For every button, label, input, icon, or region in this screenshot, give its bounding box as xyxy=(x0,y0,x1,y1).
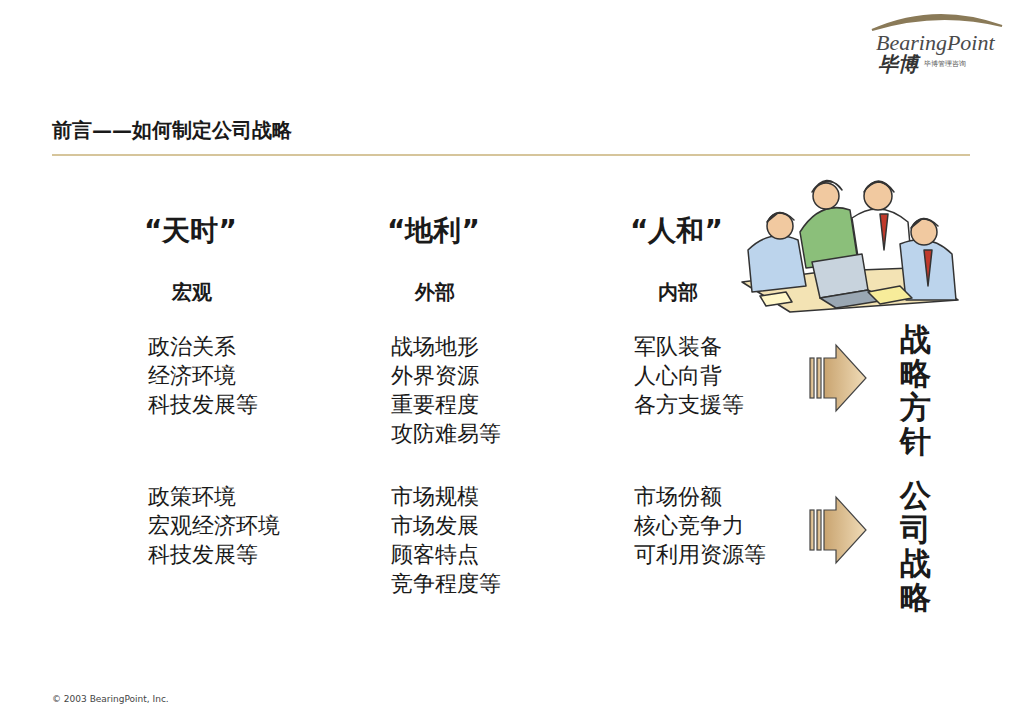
factor-item: 顾客特点 xyxy=(391,542,479,568)
factor-item: 科技发展等 xyxy=(148,542,258,568)
factor-item: 市场发展 xyxy=(391,513,479,539)
factor-item: 战场地形 xyxy=(391,334,479,360)
vertical-result: 公司战略 xyxy=(900,478,931,614)
factor-item: 人心向背 xyxy=(634,363,722,389)
factor-item: 军队装备 xyxy=(634,334,722,360)
column-subheading: 外部 xyxy=(415,280,455,304)
people-illustration xyxy=(742,180,958,312)
factor-item: 重要程度 xyxy=(391,392,479,418)
factor-item: 市场份额 xyxy=(634,484,722,510)
factor-item: 政治关系 xyxy=(148,334,236,360)
vertical-result: 战略方针 xyxy=(900,322,931,458)
column-subheading: 宏观 xyxy=(172,280,212,304)
factor-item: 经济环境 xyxy=(148,363,236,389)
block-arrow xyxy=(810,497,866,563)
block-arrow xyxy=(810,345,866,411)
column-heading: “人和” xyxy=(630,214,723,248)
factor-item: 各方支援等 xyxy=(634,392,744,418)
column-heading: “天时” xyxy=(144,214,237,248)
column-subheading: 内部 xyxy=(658,280,698,304)
factor-item: 核心竞争力 xyxy=(634,513,744,539)
factor-item: 政策环境 xyxy=(148,484,236,510)
factor-item: 市场规模 xyxy=(391,484,479,510)
column-heading: “地利” xyxy=(387,214,480,248)
factor-item: 宏观经济环境 xyxy=(148,513,280,539)
factor-item: 外界资源 xyxy=(391,363,479,389)
title-rule xyxy=(52,154,970,156)
factor-item: 竞争程度等 xyxy=(391,571,501,597)
copyright-note: © 2003 BearingPoint, Inc. xyxy=(52,694,169,705)
logo-swoosh xyxy=(872,15,1002,30)
logo-subtitle: 毕博管理咨询 xyxy=(924,60,966,68)
page-title: 前言——如何制定公司战略 xyxy=(52,118,292,142)
factor-item: 科技发展等 xyxy=(148,392,258,418)
factor-item: 可利用资源等 xyxy=(634,542,766,568)
logo-chinese: 毕博 xyxy=(878,52,918,76)
factor-item: 攻防难易等 xyxy=(391,421,501,447)
